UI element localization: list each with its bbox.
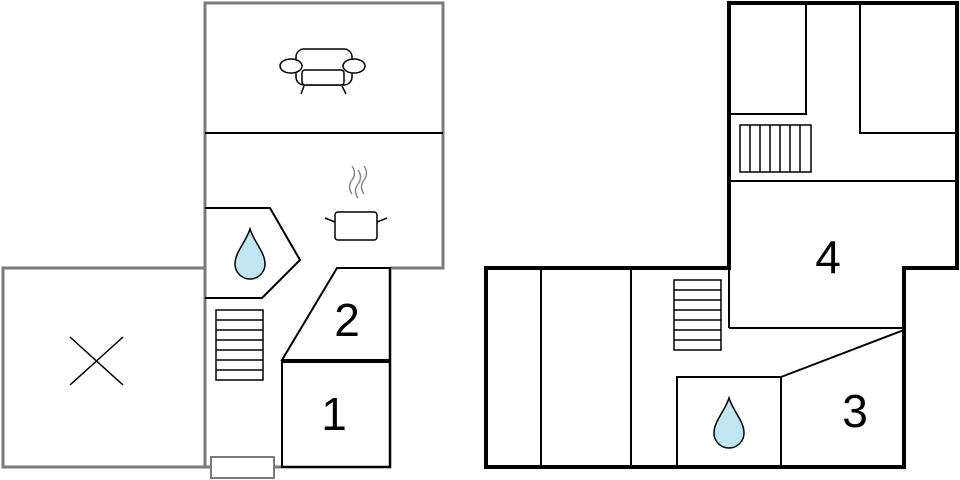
ground-bathroom: [205, 207, 302, 299]
room-number-2: 2: [334, 294, 360, 346]
door-mat-icon: [210, 456, 275, 479]
stairs-icon: [215, 309, 264, 381]
sofa-icon: [279, 48, 366, 95]
stairs-icon: [673, 279, 722, 351]
water-drop-icon: [713, 395, 745, 449]
living-kitchen-outline: [203, 1, 445, 270]
cooking-pot-icon: [324, 165, 388, 241]
cross-icon: [69, 336, 124, 386]
bedroom-1: [281, 361, 391, 468]
upper-bathroom: [676, 376, 782, 467]
upper-floor: 4 3: [484, 1, 959, 469]
upper-floor-outline: [484, 1, 959, 469]
room-number-4: 4: [815, 231, 841, 283]
room-number-3: 3: [842, 385, 868, 437]
upper-closet-left: [729, 3, 807, 115]
ground-floor: 2 1: [1, 1, 445, 479]
stairs-icon: [739, 124, 812, 173]
water-drop-icon: [234, 226, 266, 280]
bedroom-3-wall: [780, 329, 905, 378]
bedroom-2: [280, 267, 391, 361]
room-number-1: 1: [321, 388, 347, 440]
upper-closet-right: [859, 3, 957, 134]
